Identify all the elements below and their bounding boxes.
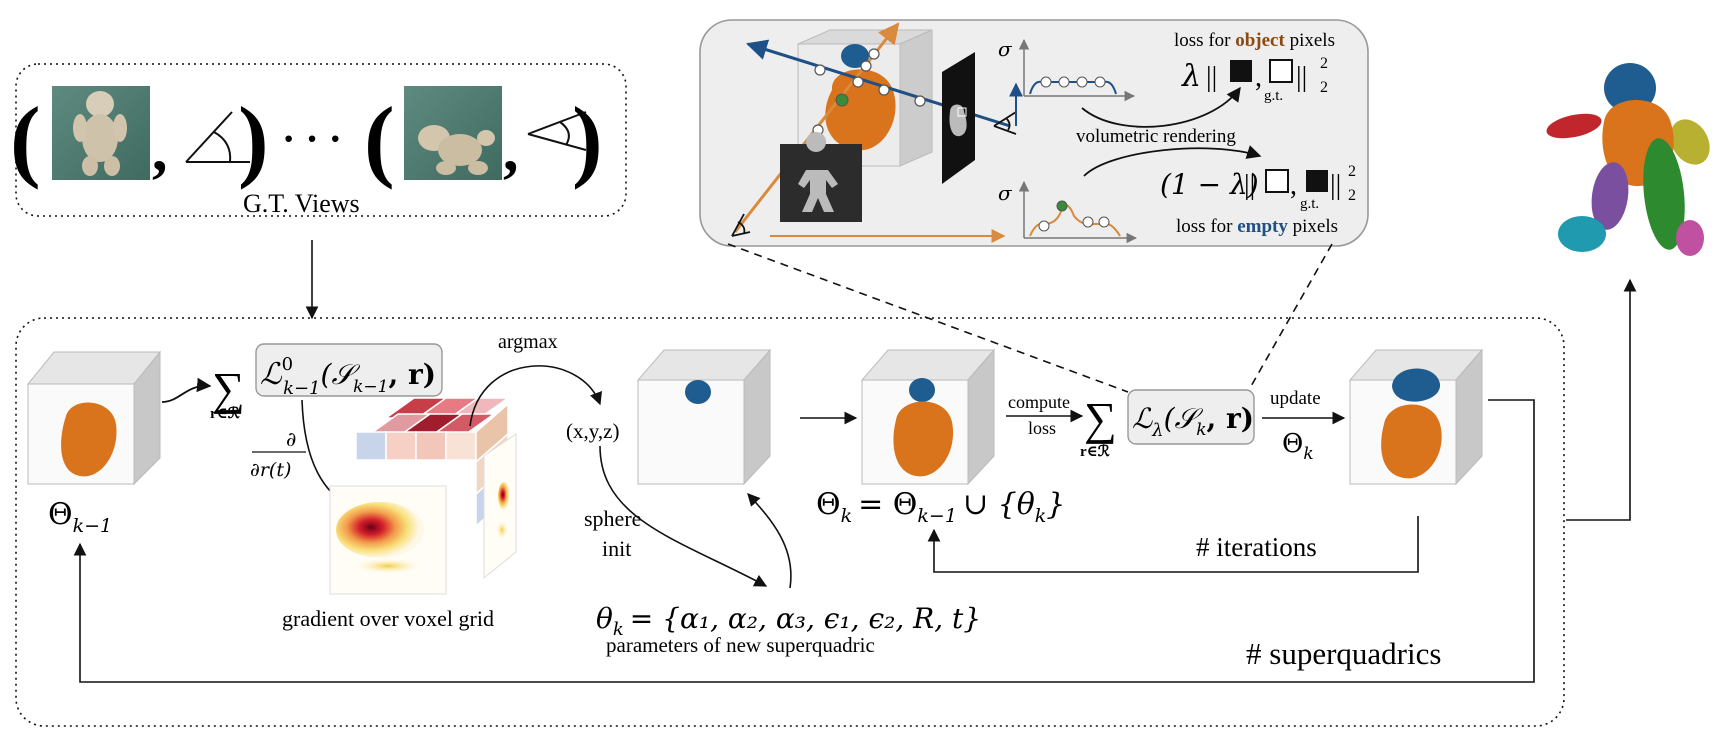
loss0-box <box>255 343 443 397</box>
arrow-iterations-loop <box>927 516 1419 573</box>
sub-1: 2 <box>1320 79 1328 96</box>
comma-emp: , <box>1290 170 1297 201</box>
ray-intersection-point <box>835 93 849 107</box>
superquadrics-loop-border <box>15 317 1565 727</box>
xyz-label: (x,y,z) <box>566 419 619 443</box>
arrow-params-to-cube <box>747 493 792 589</box>
gt-sub-1: g.t. <box>1264 88 1283 104</box>
orange-superquadric <box>1381 404 1442 479</box>
loss-object-label: loss for object pixels <box>1174 30 1335 51</box>
eye-icon <box>185 111 250 163</box>
loss-lambda-box <box>1127 389 1255 445</box>
volumetric-label: volumetric rendering <box>1076 126 1236 147</box>
silhouette-icon <box>780 132 862 222</box>
empty-pixel-white <box>1265 169 1289 193</box>
sub-2: 2 <box>1348 187 1356 204</box>
sigma-label-2: σ <box>998 181 1013 205</box>
ray-samples <box>812 48 926 136</box>
gt-views-caption: G.T. Views <box>243 189 360 218</box>
image-plane <box>942 52 975 184</box>
update-theta: Θk <box>1282 429 1314 464</box>
sphere-init-2: init <box>602 536 631 561</box>
paren-close-2: ) <box>572 88 603 190</box>
teddy-photo <box>404 86 502 180</box>
comma-obj: , <box>1255 62 1262 93</box>
arrow-superquadrics-loop <box>73 399 1535 683</box>
orange-superquadric <box>825 69 896 151</box>
paren-open-2: ( <box>364 88 395 190</box>
paren-close-1: ) <box>238 88 269 190</box>
cube-updated <box>1348 348 1484 486</box>
cube-new-sphere <box>636 348 772 486</box>
theta-k-update-eq: Θk= Θk−1∪ {θk} <box>816 487 1065 527</box>
argmax-label: argmax <box>498 331 558 353</box>
norm-bars-1: || <box>1206 62 1217 93</box>
blue-superquadric <box>1392 368 1441 402</box>
superquadrics-label: # superquadrics <box>1246 636 1441 671</box>
object-pixel-gt-white <box>1269 59 1293 83</box>
arrow-to-sum <box>161 377 212 403</box>
gradient-caption: gradient over voxel grid <box>282 606 494 631</box>
theta-k-caption: parameters of new superquadric <box>606 633 875 657</box>
loss-lambda-expr: ℒλ(𝒮k, r) <box>1132 402 1254 441</box>
blue-superquadric <box>909 378 935 402</box>
gt-sub-2: g.t. <box>1300 196 1319 212</box>
zoom-line-right <box>1249 243 1333 389</box>
rendering-inset: σ σ loss for object pixels λ || , || 2 2… <box>699 19 1369 247</box>
arrow-to-object-loss <box>1081 86 1241 128</box>
sigma-label: σ <box>998 37 1013 61</box>
cube-theta-k <box>860 348 996 486</box>
sum-sub-1: r∈ℛ <box>210 405 240 422</box>
density-plot-object <box>1018 180 1138 244</box>
cube-theta-prev <box>26 350 162 486</box>
theta-prev-label: Θk−1 <box>48 497 112 537</box>
arrow-sphere-init <box>599 445 768 587</box>
deriv-den: ∂r(t) <box>250 459 291 481</box>
final-superquadric-teddy <box>1546 63 1710 256</box>
loss-empty-label: loss for empty pixels <box>1176 216 1338 237</box>
gt-views-panel: ( , ) · · · ( , <box>10 63 627 218</box>
sum-sub-2: r∈ℛ <box>1080 443 1110 460</box>
sphere-init-1: sphere <box>584 506 641 531</box>
sum-symbol-1: ∑ <box>212 363 245 414</box>
orange-superquadric <box>61 402 117 477</box>
eye-icon <box>993 111 1017 135</box>
orange-superquadric <box>893 401 954 477</box>
sum-symbol-2: ∑ <box>1084 393 1117 444</box>
blue-superquadric <box>841 44 869 68</box>
gt-views-border <box>15 63 627 217</box>
norm-bars-4: || <box>1330 170 1341 201</box>
one-minus-lambda: (1 − λ) <box>1160 168 1259 201</box>
comma-1: , <box>152 116 168 184</box>
arrow-to-output <box>1566 278 1637 521</box>
compute-label-2: loss <box>1028 418 1056 438</box>
arrow-to-empty-loss <box>1083 145 1262 177</box>
arrow-argmax <box>469 365 602 427</box>
eye-icon <box>527 111 587 151</box>
lambda-symbol: λ <box>1181 59 1201 94</box>
eye-icon <box>731 213 751 237</box>
sq-1: 2 <box>1320 55 1328 72</box>
paren-open-1: ( <box>10 88 41 190</box>
sq-2: 2 <box>1348 163 1356 180</box>
ellipsis: · · · <box>282 116 342 161</box>
theta-k-params: θk= {α₁, α₂, α₃, ϵ₁, ϵ₂, R, t} <box>596 602 981 640</box>
empty-pixel-gt-black <box>1306 170 1328 192</box>
gradient-voxel-grid <box>329 397 517 595</box>
iterations-label: # iterations <box>1196 532 1317 562</box>
comma-2: , <box>503 116 519 184</box>
norm-bars-2: || <box>1296 62 1307 93</box>
teddy-photo <box>52 86 150 180</box>
object-pixel-black <box>1230 60 1252 82</box>
blue-superquadric <box>685 380 711 404</box>
density-plot-empty <box>1018 38 1136 102</box>
deriv-num: ∂ <box>286 427 296 451</box>
update-label: update <box>1270 388 1321 409</box>
norm-bars-3: || <box>1244 170 1255 201</box>
compute-label-1: compute <box>1008 392 1070 412</box>
